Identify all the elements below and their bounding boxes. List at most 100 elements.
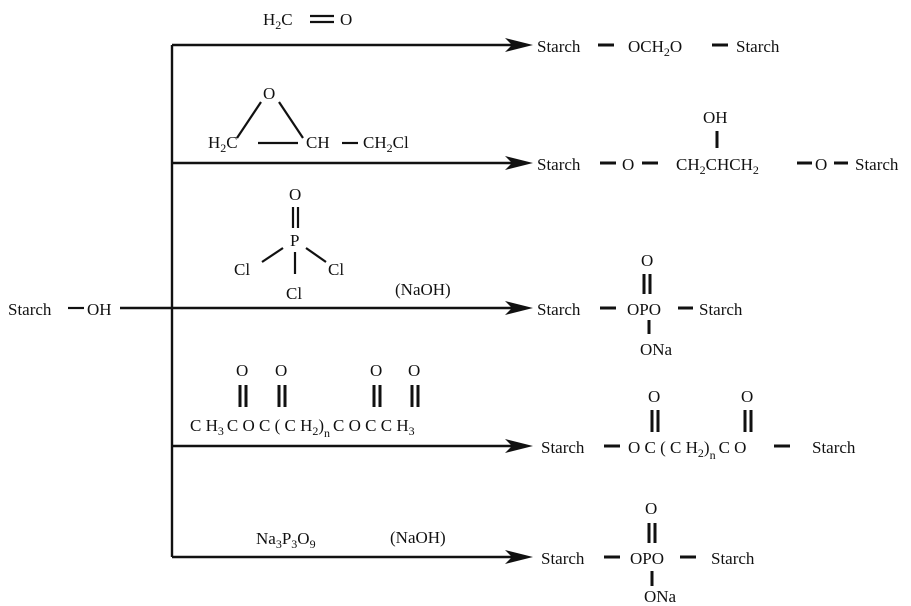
anhydride-o2: O bbox=[275, 361, 287, 380]
product3-ona: ONa bbox=[640, 340, 673, 359]
epoxide-ch2cl-sub: 2 bbox=[387, 141, 393, 155]
stmp-o: O bbox=[297, 529, 309, 548]
anhydride-right: C O C C H bbox=[333, 416, 409, 435]
pocl3-cl-left: Cl bbox=[234, 260, 250, 279]
product4-n: n bbox=[710, 448, 716, 462]
starting-material: Starch OH bbox=[8, 300, 112, 319]
product2-starch-right: Starch bbox=[855, 155, 899, 174]
stmp-p-sub: 3 bbox=[291, 537, 297, 551]
product-methylene-ether: Starch OCH2O Starch bbox=[537, 37, 780, 59]
anhydride-mid-sub: 2 bbox=[312, 424, 318, 438]
pocl3-o: O bbox=[289, 185, 301, 204]
epoxide-h2c-sub: 2 bbox=[220, 141, 226, 155]
product2-oh: OH bbox=[703, 108, 728, 127]
arrowhead-4 bbox=[505, 439, 533, 453]
epoxide-ch2cl-ch: CH bbox=[363, 133, 387, 152]
anhydride-mid: C O C ( C H bbox=[227, 416, 312, 435]
product2-chain-a: CH bbox=[676, 155, 700, 174]
product1-sub: 2 bbox=[664, 45, 670, 59]
arrowhead-2 bbox=[505, 156, 533, 170]
stmp-p: P bbox=[282, 529, 291, 548]
product-phosphate-diester-2: O Starch OPO Starch ONa bbox=[541, 499, 755, 606]
anhydride-o4: O bbox=[408, 361, 420, 380]
product1-och: OCH bbox=[628, 37, 664, 56]
arrowhead-1 bbox=[505, 38, 533, 52]
product4-starch-left: Starch bbox=[541, 438, 585, 457]
pocl3-bond-right bbox=[305, 247, 327, 263]
pocl3-cl-bottom: Cl bbox=[286, 284, 302, 303]
product4-close: ) bbox=[704, 438, 710, 457]
product5-opo: OPO bbox=[630, 549, 664, 568]
formaldehyde-h: H bbox=[263, 10, 275, 29]
reaction-lines bbox=[120, 38, 533, 564]
anhydride-o3: O bbox=[370, 361, 382, 380]
reagent-formaldehyde: H2C O bbox=[263, 10, 352, 32]
epoxide-h2c-c: C bbox=[226, 133, 237, 152]
product4-o2: O bbox=[741, 387, 753, 406]
pocl3-cl-right: Cl bbox=[328, 260, 344, 279]
arrowhead-3 bbox=[505, 301, 533, 315]
product2-o-left: O bbox=[622, 155, 634, 174]
formaldehyde-c: C bbox=[281, 10, 292, 29]
product4-end: C O bbox=[719, 438, 747, 457]
product4-o1: O bbox=[648, 387, 660, 406]
arrowhead-5 bbox=[505, 550, 533, 564]
epoxide-bond-right bbox=[278, 101, 304, 139]
product-glyceryl-ether: OH Starch O CH2CHCH2 O Starch bbox=[537, 108, 899, 177]
svg-text:C H3C O C ( C H2)nC O C C H3: C H3C O C ( C H2)nC O C C H3 bbox=[190, 416, 415, 440]
anhydride-n: n bbox=[324, 426, 330, 440]
epoxide-ch2cl-cl: Cl bbox=[393, 133, 409, 152]
product4-mid: O C ( C H bbox=[628, 438, 698, 457]
hydroxyl-label: OH bbox=[87, 300, 112, 319]
product2-chain-b: CHCH bbox=[706, 155, 753, 174]
svg-text:H2C: H2C bbox=[263, 10, 293, 32]
product5-ona: ONa bbox=[644, 587, 677, 606]
svg-text:CH2CHCH2: CH2CHCH2 bbox=[676, 155, 759, 177]
product5-starch-left: Starch bbox=[541, 549, 585, 568]
anhydride-left-sub: 3 bbox=[218, 424, 224, 438]
product4-mid-sub: 2 bbox=[698, 446, 704, 460]
pocl3-bond-left bbox=[261, 247, 284, 263]
product3-starch-left: Starch bbox=[537, 300, 581, 319]
starch-label: Starch bbox=[8, 300, 52, 319]
product3-starch-right: Starch bbox=[699, 300, 743, 319]
anhydride-o1: O bbox=[236, 361, 248, 380]
naoh-condition-1: (NaOH) bbox=[395, 280, 451, 299]
epoxide-h2c-h: H bbox=[208, 133, 220, 152]
anhydride-right-sub: 3 bbox=[409, 424, 415, 438]
reagent-epichlorohydrin: O H2C CH CH2Cl bbox=[208, 84, 409, 155]
svg-text:O C ( C H2)nC O: O C ( C H2)nC O bbox=[628, 438, 746, 462]
product4-starch-right: Starch bbox=[812, 438, 856, 457]
product5-o-top: O bbox=[645, 499, 657, 518]
formaldehyde-h-sub: 2 bbox=[275, 18, 281, 32]
product1-starch-right: Starch bbox=[736, 37, 780, 56]
reagent-phosphoryl-chloride: O P Cl Cl Cl (NaOH) bbox=[234, 185, 451, 303]
naoh-condition-2: (NaOH) bbox=[390, 528, 446, 547]
anhydride-close: ) bbox=[318, 416, 324, 435]
product1-o: O bbox=[670, 37, 682, 56]
reagent-sodium-trimetaphosphate: Na3P3O9 (NaOH) bbox=[256, 528, 446, 551]
formaldehyde-o: O bbox=[340, 10, 352, 29]
svg-text:OCH2O: OCH2O bbox=[628, 37, 682, 59]
product2-o-right: O bbox=[815, 155, 827, 174]
product2-starch-left: Starch bbox=[537, 155, 581, 174]
product3-o-top: O bbox=[641, 251, 653, 270]
stmp-o-sub: 9 bbox=[310, 537, 316, 551]
anhydride-left: C H bbox=[190, 416, 218, 435]
svg-text:H2C: H2C bbox=[208, 133, 238, 155]
product5-starch-right: Starch bbox=[711, 549, 755, 568]
epoxide-o: O bbox=[263, 84, 275, 103]
stmp-na: Na bbox=[256, 529, 276, 548]
svg-text:Na3P3O9: Na3P3O9 bbox=[256, 529, 316, 551]
pocl3-p: P bbox=[290, 231, 299, 250]
product-phosphate-diester-1: O Starch OPO Starch ONa bbox=[537, 251, 743, 359]
product1-starch-left: Starch bbox=[537, 37, 581, 56]
product2-chain-sub1: 2 bbox=[700, 163, 706, 177]
svg-text:CH2Cl: CH2Cl bbox=[363, 133, 409, 155]
product3-opo: OPO bbox=[627, 300, 661, 319]
product2-chain-sub2: 2 bbox=[753, 163, 759, 177]
epoxide-bond-left bbox=[236, 101, 262, 139]
